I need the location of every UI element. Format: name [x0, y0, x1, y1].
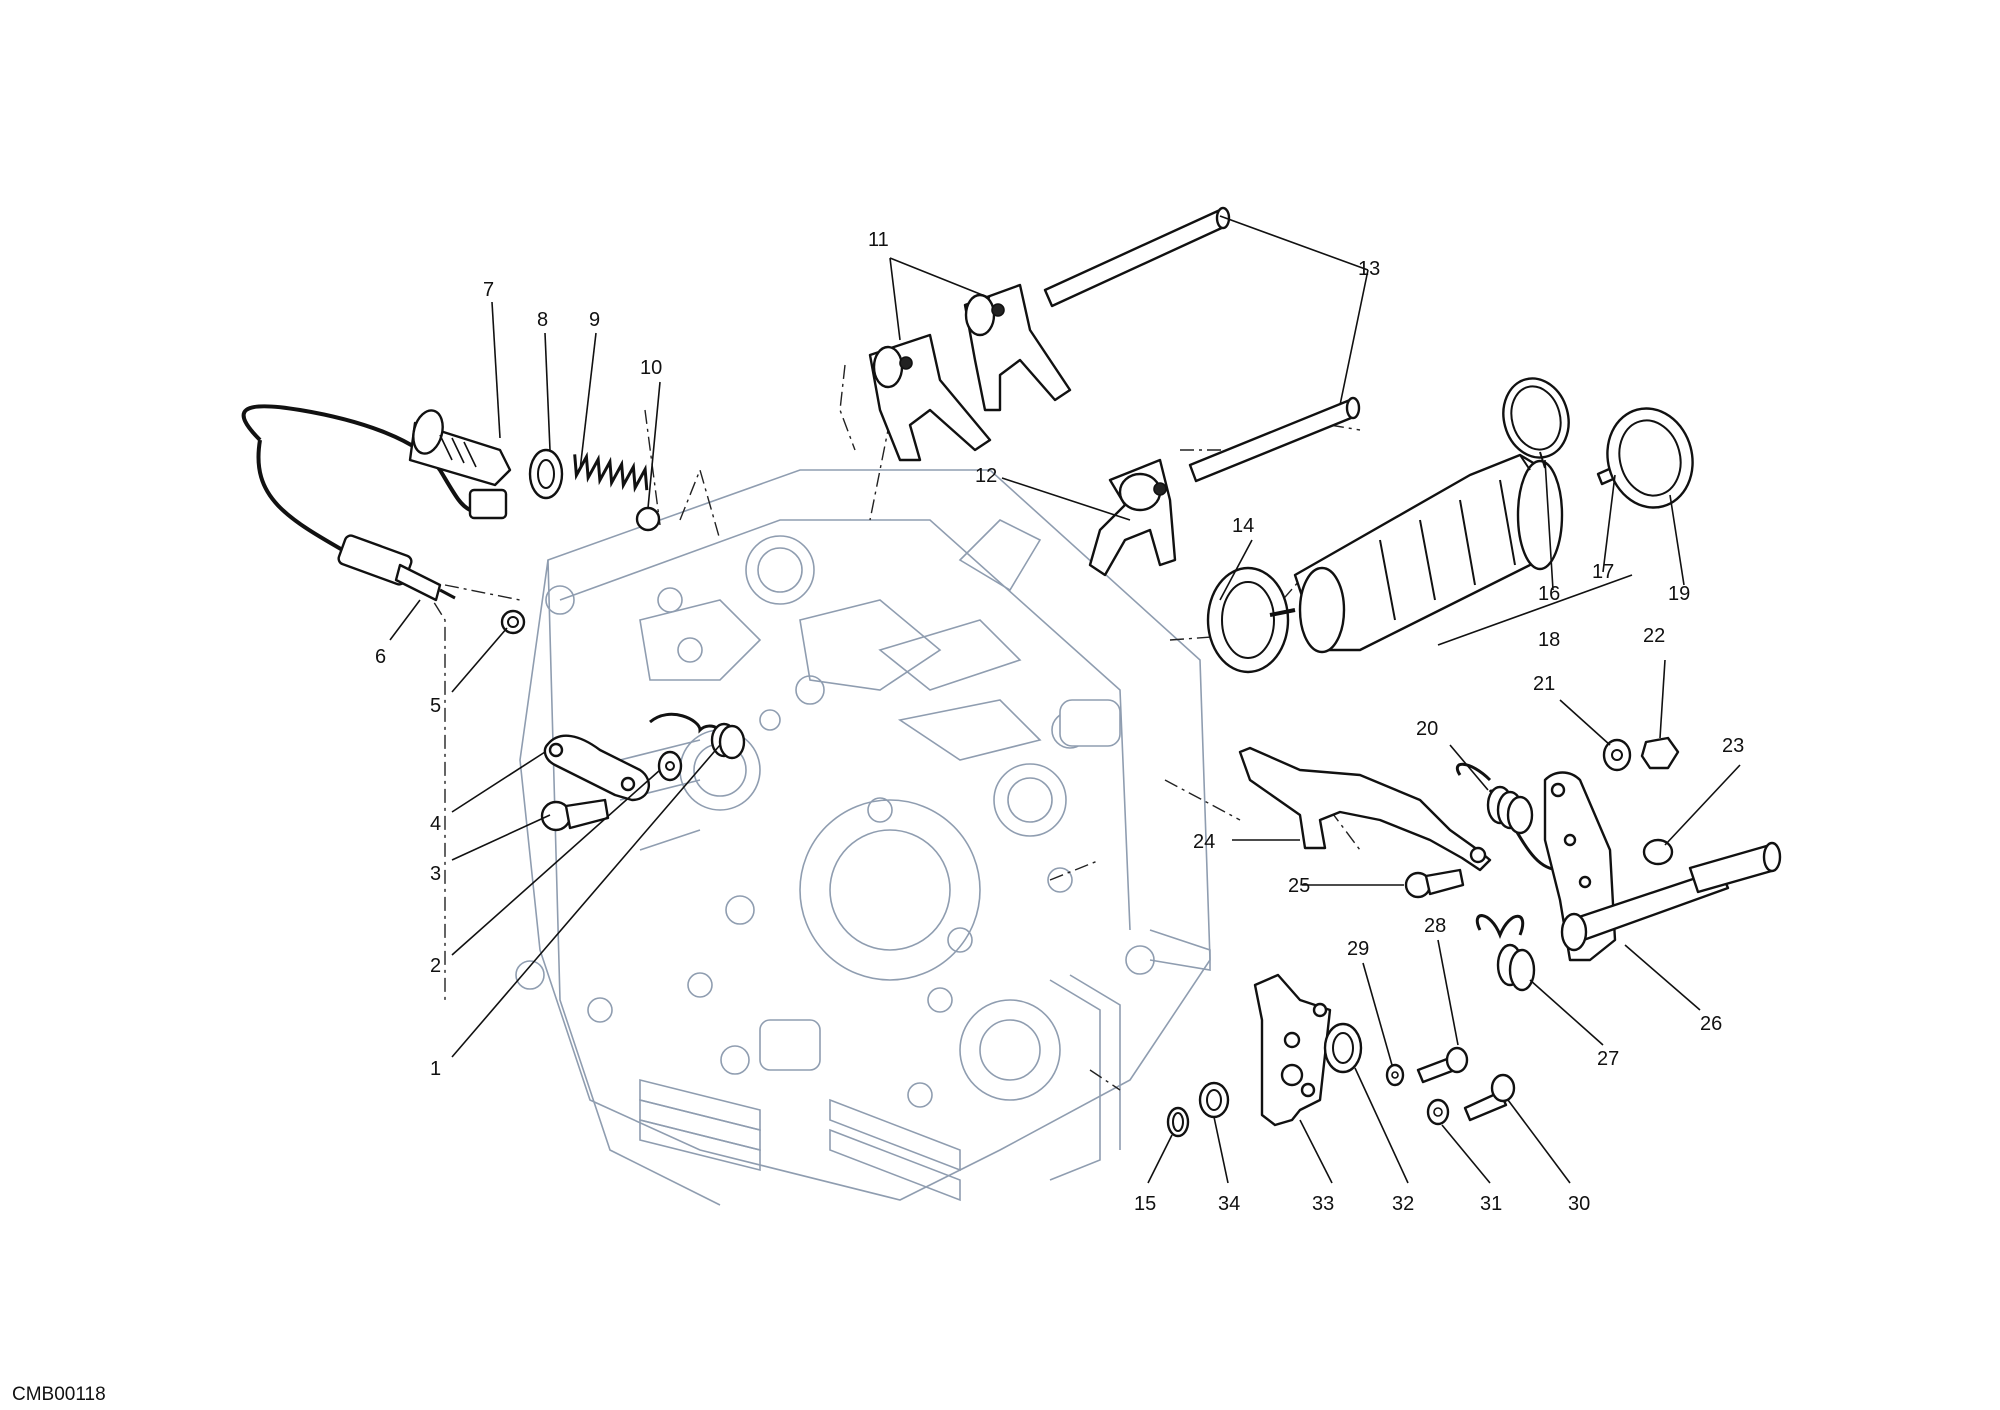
part-14-ring: [1206, 566, 1290, 674]
part-11-shift-fork-a: [868, 333, 992, 462]
callout-26: 26: [1700, 1013, 1722, 1035]
part-2-washer: [657, 750, 683, 782]
part-34-washer: [1198, 1081, 1230, 1119]
part-33-plate: [1253, 973, 1332, 1127]
callout-12: 12: [975, 465, 997, 487]
callout-13: 13: [1358, 258, 1380, 280]
part-1-spring: [649, 712, 746, 760]
part-22-nut: [1640, 736, 1680, 770]
callout-1: 1: [430, 1058, 441, 1080]
part-12-shift-fork-c: [1088, 458, 1177, 577]
callout-11: 11: [868, 229, 889, 251]
part-29-washer: [1385, 1063, 1405, 1087]
callout-5: 5: [430, 695, 441, 717]
callout-20: 20: [1416, 718, 1438, 740]
callout-31: 31: [1480, 1193, 1502, 1215]
callout-15: 15: [1134, 1193, 1156, 1215]
callout-28: 28: [1424, 915, 1446, 937]
part-5-washer: [500, 609, 526, 635]
callout-30: 30: [1568, 1193, 1590, 1215]
callout-24: 24: [1193, 831, 1215, 853]
part-19-ring: [1606, 407, 1694, 509]
leader-lines: [389, 215, 1741, 1184]
part-11-shift-fork-b: [963, 283, 1072, 412]
callout-18: 18: [1538, 629, 1560, 651]
part-25-screw: [1404, 868, 1465, 899]
callout-17: 17: [1592, 561, 1614, 583]
callout-19: 19: [1668, 583, 1690, 605]
callout-7: 7: [483, 279, 494, 301]
part-24-ratchet-plate: [1238, 746, 1492, 872]
callout-21: 21: [1533, 673, 1555, 695]
part-31-washer: [1426, 1098, 1450, 1126]
part-21-washer: [1602, 738, 1632, 772]
callout-16: 16: [1538, 583, 1560, 605]
callout-labels: 1 2 3 4 5 6 7 8 9 10 11 12 13 14 15 16 1…: [375, 229, 1744, 1215]
callout-22: 22: [1643, 625, 1665, 647]
part-15-circlip: [1166, 1106, 1190, 1138]
crankcase-half: [515, 469, 1211, 1206]
callout-14: 14: [1232, 515, 1254, 537]
callout-4: 4: [430, 813, 441, 835]
callout-25: 25: [1288, 875, 1310, 897]
callout-3: 3: [430, 863, 441, 885]
part-9-spring: [573, 451, 649, 493]
callout-23: 23: [1722, 735, 1744, 757]
part-28-screw: [1416, 1046, 1469, 1084]
part-20-spring: [1455, 762, 1578, 872]
part-13-fork-shafts: [1043, 206, 1361, 483]
callout-34: 34: [1218, 1193, 1240, 1215]
part-16-circlip: [1502, 377, 1570, 471]
part-7-plug: [408, 409, 512, 487]
callout-33: 33: [1312, 1193, 1334, 1215]
part-32-seal: [1323, 1022, 1363, 1074]
part-23-bushing: [1642, 838, 1674, 866]
callout-9: 9: [589, 309, 600, 331]
part-4-bracket: [543, 734, 651, 802]
part-18-selector-drum: [1269, 453, 1564, 654]
part-3-screw: [540, 798, 610, 832]
callout-32: 32: [1392, 1193, 1414, 1215]
part-30-screw: [1463, 1073, 1516, 1122]
part-6-sensor-with-cable: [241, 404, 508, 602]
callout-10: 10: [640, 357, 662, 379]
callout-29: 29: [1347, 938, 1369, 960]
part-26-shift-shaft: [1543, 771, 1782, 962]
part-10-ball: [635, 506, 661, 532]
part-27-spring: [1475, 914, 1536, 992]
callout-6: 6: [375, 646, 386, 668]
drawing-code: CMB00118: [12, 1384, 106, 1405]
callout-8: 8: [537, 309, 548, 331]
callout-2: 2: [430, 955, 441, 977]
callout-27: 27: [1597, 1048, 1619, 1070]
part-8-washer: [528, 448, 564, 500]
